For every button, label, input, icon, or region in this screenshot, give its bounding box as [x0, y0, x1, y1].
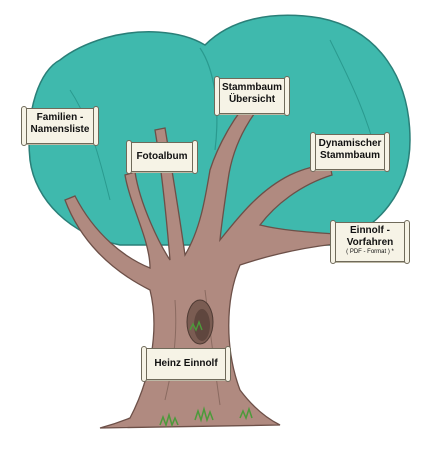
- scroll-label-line: Einnolf -: [350, 225, 390, 236]
- scroll-label-line: Stammbaum: [319, 150, 380, 161]
- scroll-label-line: Fotoalbum: [136, 151, 188, 162]
- scroll-label-line: Stammbaum: [221, 82, 282, 93]
- scroll-label-line: Namensliste: [30, 124, 90, 135]
- scroll-fotoalbum[interactable]: Fotoalbum: [126, 140, 198, 174]
- scroll-format-note: ( PDF - Format ) *: [346, 249, 394, 255]
- tree-trunk: [64, 99, 336, 429]
- scroll-stammbaum-uebersicht[interactable]: Stammbaum Übersicht: [214, 76, 290, 116]
- scroll-dynamischer-stammbaum[interactable]: Dynamischer Stammbaum: [310, 132, 390, 172]
- scroll-familien-namensliste[interactable]: Familien - Namensliste: [21, 106, 99, 146]
- scroll-label-line: Dynamischer: [318, 138, 382, 149]
- scroll-heinz-einnolf[interactable]: Heinz Einnolf: [141, 346, 231, 382]
- scroll-label-line: Übersicht: [228, 94, 276, 105]
- scroll-einnolf-vorfahren[interactable]: Einnolf - Vorfahren ( PDF - Format ) *: [330, 220, 410, 264]
- scroll-label-line: Heinz Einnolf: [154, 358, 218, 369]
- scroll-label-line: Familien -: [36, 112, 84, 123]
- scroll-label-line: Vorfahren: [346, 237, 394, 248]
- grass-patches: [159, 320, 253, 428]
